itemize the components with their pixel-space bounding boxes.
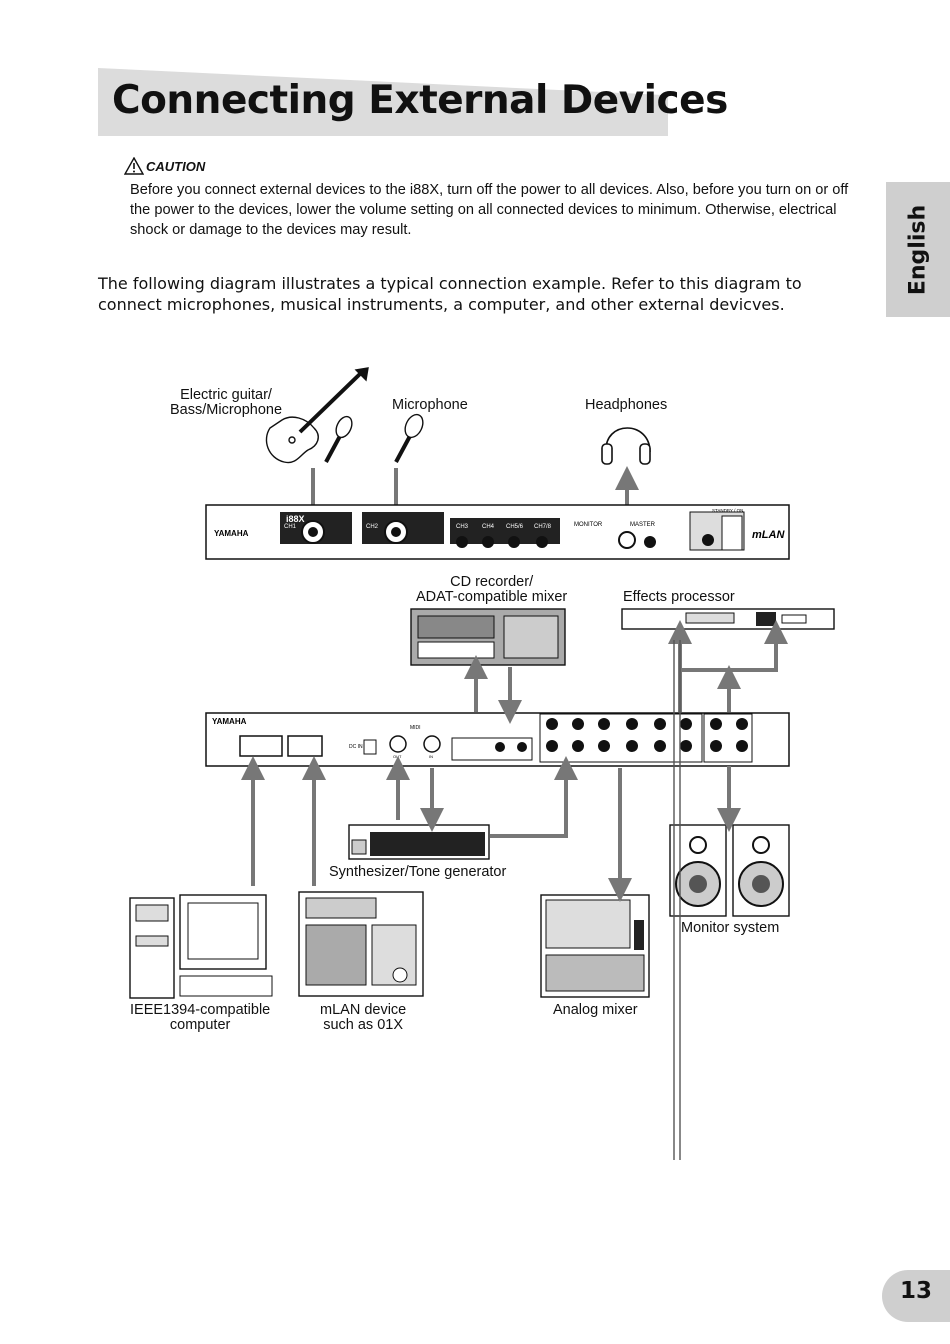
front-brand: YAMAHA [214,529,249,538]
front-ch56: CH5/6 [506,524,524,530]
label-monitor-system: Monitor system [681,920,780,936]
analog-mixer-icon [540,894,650,998]
effects-processor-icon [621,608,835,630]
label-synthesizer: Synthesizer/Tone generator [329,864,507,880]
page-number: 13 [900,1278,933,1304]
front-monitor: MONITOR [574,522,603,528]
i88x-rear-panel: YAMAHA MIDI DC IN OUT IN [205,712,790,767]
language-tab[interactable] [886,182,950,317]
front-master: MASTER [630,522,656,528]
caution-text: Before you connect external devices to t… [130,182,849,238]
front-ch1: CH1 [284,524,297,530]
label-cd-recorder: CD recorder/ ADAT-compatible mixer [416,574,568,605]
label-headphones: Headphones [585,397,668,413]
intro-text: The following diagram illustrates a typi… [98,274,802,314]
label-computer: IEEE1394-compatible computer [130,1002,271,1033]
front-model: i88X [286,514,305,524]
label-analog-mixer: Analog mixer [553,1002,638,1018]
label-effects-processor: Effects processor [623,589,735,605]
label-microphone: Microphone [392,397,468,413]
rear-midi: MIDI [410,725,421,731]
page-number-tab [882,1270,950,1322]
cd-recorder-icon [410,608,566,666]
front-ch3: CH3 [456,524,469,530]
synthesizer-keyboard-icon [348,824,490,860]
connection-cables [241,620,788,902]
front-standby: STANDBY / ON [712,508,743,513]
headphones-icon [601,427,651,465]
rear-dc-in: DC IN [349,744,363,750]
warning-icon [124,157,144,175]
handheld-microphone-icon [324,415,353,463]
i88x-front-panel: YAMAHA i88X CH1 CH2 CH3 CH4 CH5/6 CH7/8 … [205,504,790,560]
front-ch2: CH2 [366,524,379,530]
rear-midi-in: IN [429,754,433,759]
front-ch78: CH7/8 [534,524,552,530]
page-title: Connecting External Devices [112,78,728,123]
electric-guitar-icon [265,367,369,464]
front-ch4: CH4 [482,524,495,530]
mlan-device-icon [298,891,424,997]
label-mlan-device: mLAN device such as 01X [320,1002,407,1033]
caution-heading: CAUTION [124,157,205,175]
front-mlan-logo: mLAN [752,529,785,541]
computer-icon [129,894,273,999]
rear-midi-out: OUT [393,754,402,759]
monitor-speakers-icon [669,824,790,917]
microphone-icon [394,413,424,463]
label-electric-guitar: Electric guitar/ Bass/Microphone [170,387,283,418]
rear-brand: YAMAHA [212,717,247,726]
caution-label: CAUTION [146,158,206,174]
